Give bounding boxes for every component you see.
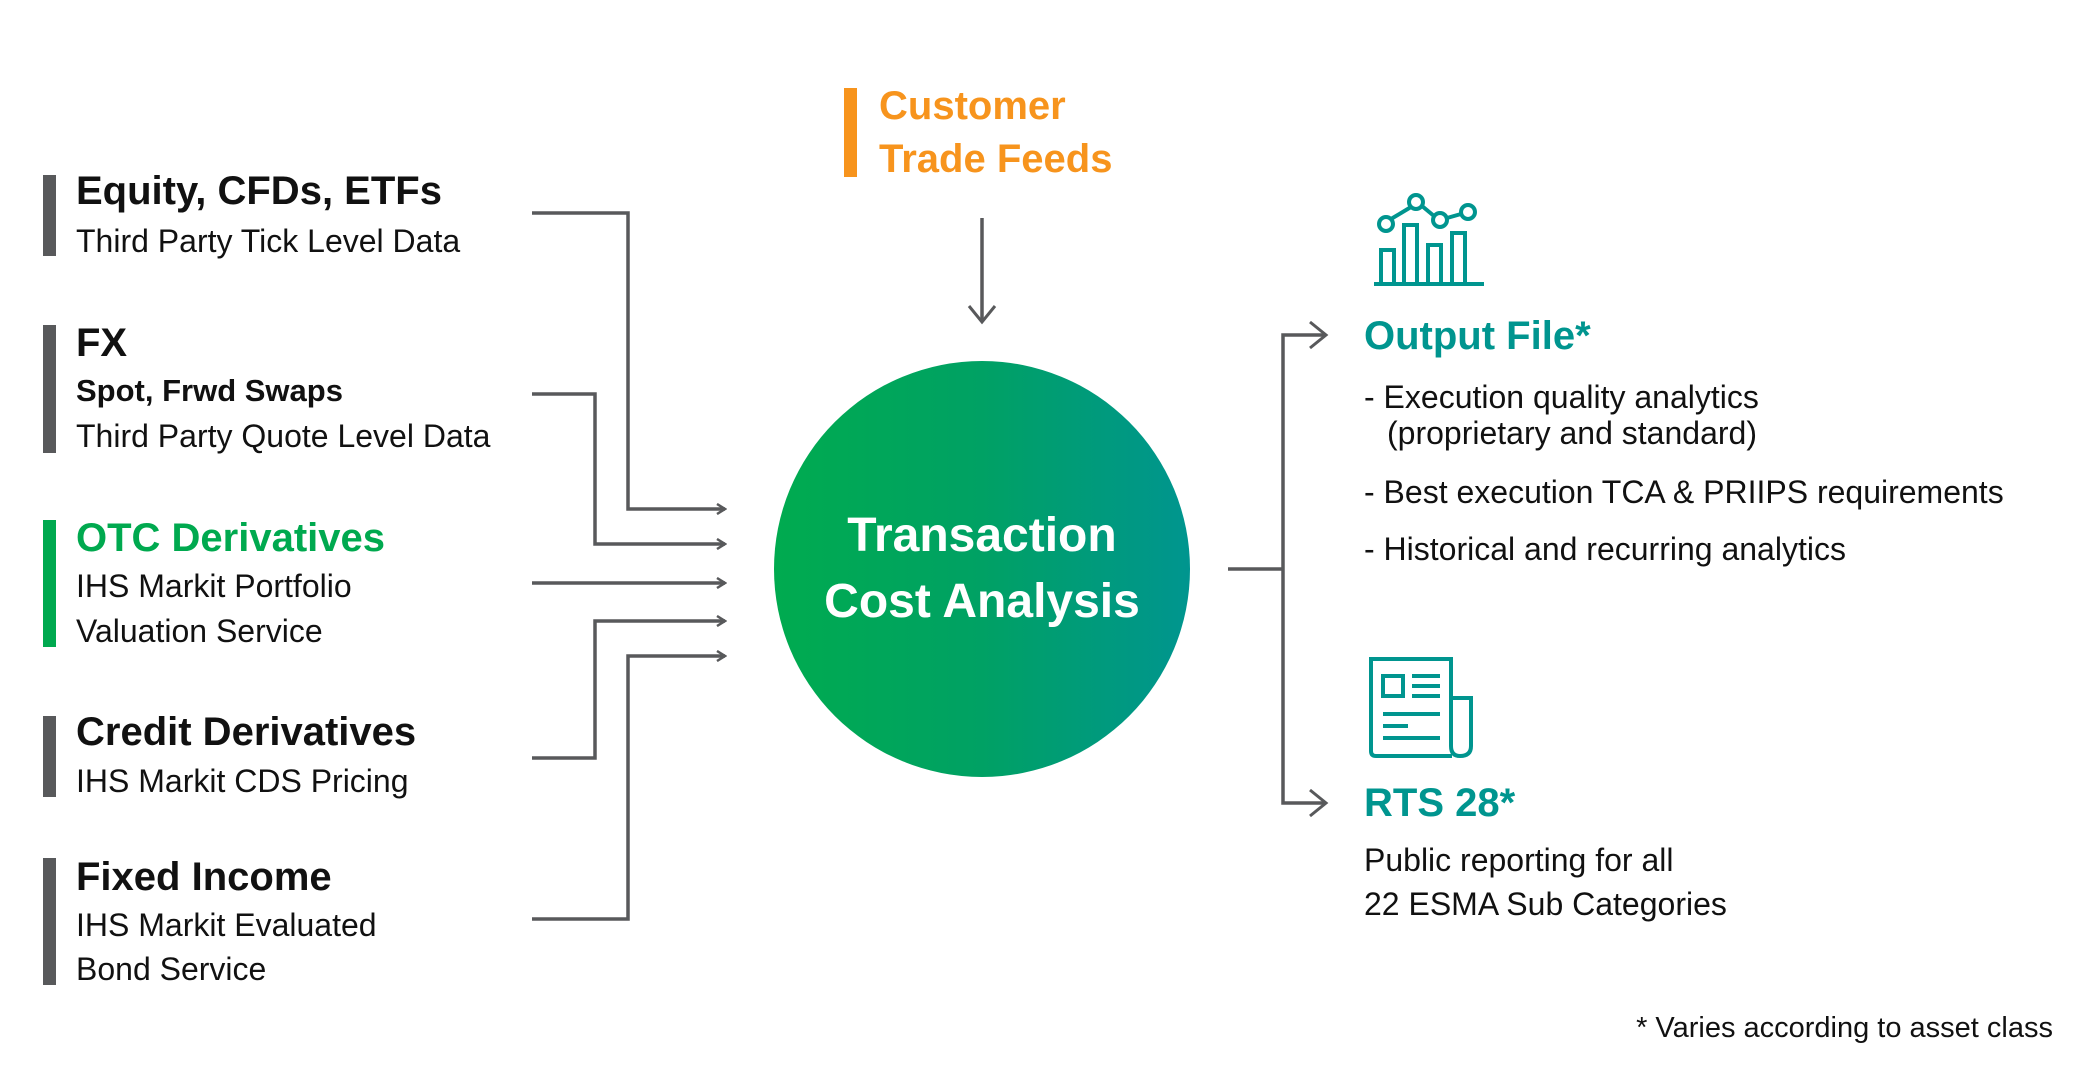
center-line2: Cost Analysis — [824, 575, 1140, 628]
input-title: Credit Derivatives — [76, 710, 417, 754]
newspaper-icon — [1369, 657, 1473, 759]
input-title: FX — [76, 321, 128, 365]
input-detail: Third Party Tick Level Data — [76, 223, 461, 259]
accent-bar — [43, 858, 56, 985]
output-branch-bottom — [1281, 569, 1329, 818]
accent-bar — [43, 175, 56, 256]
accent-bar — [43, 325, 56, 453]
output-bullet-cont: (proprietary and standard) — [1387, 415, 1757, 451]
accent-bar — [43, 716, 56, 797]
customer-line1: Customer — [879, 84, 1066, 128]
input-detail: Third Party Quote Level Data — [76, 418, 491, 454]
input-detail: IHS Markit CDS Pricing — [76, 763, 409, 799]
output-bullet: - Best execution TCA & PRIIPS requiremen… — [1364, 474, 2004, 510]
center-line1: Transaction — [847, 509, 1117, 562]
rts28-line: Public reporting for all — [1364, 842, 1674, 878]
equity-connector — [532, 211, 725, 509]
input-detail: IHS Markit Portfolio — [76, 568, 352, 604]
footnote: * Varies according to asset class — [1636, 1012, 2053, 1044]
input-detail: Valuation Service — [76, 613, 323, 649]
output-bullet: - Execution quality analytics — [1364, 379, 1759, 415]
rts28-title: RTS 28* — [1364, 781, 1516, 825]
credit-connector — [532, 621, 725, 760]
accent-bar — [43, 520, 56, 647]
input-title: Fixed Income — [76, 855, 332, 899]
input-detail: Bond Service — [76, 951, 267, 987]
input-title: OTC Derivatives — [76, 516, 386, 560]
output-branch-top — [1281, 320, 1329, 569]
input-detail: IHS Markit Evaluated — [76, 907, 377, 943]
tca-circle: Transaction Cost Analysis — [774, 361, 1190, 777]
output-bullet: - Historical and recurring analytics — [1364, 531, 1846, 567]
fx-connector — [532, 392, 725, 544]
accent-bar — [844, 88, 857, 177]
output-file-title: Output File* — [1364, 314, 1591, 358]
customer-line2: Trade Feeds — [879, 137, 1113, 181]
rts28-line: 22 ESMA Sub Categories — [1364, 886, 1727, 922]
fixed-income-connector — [532, 656, 725, 921]
input-title: Equity, CFDs, ETFs — [76, 169, 442, 213]
input-subtitle: Spot, Frwd Swaps — [76, 373, 343, 408]
bar-chart-icon — [1374, 193, 1484, 286]
